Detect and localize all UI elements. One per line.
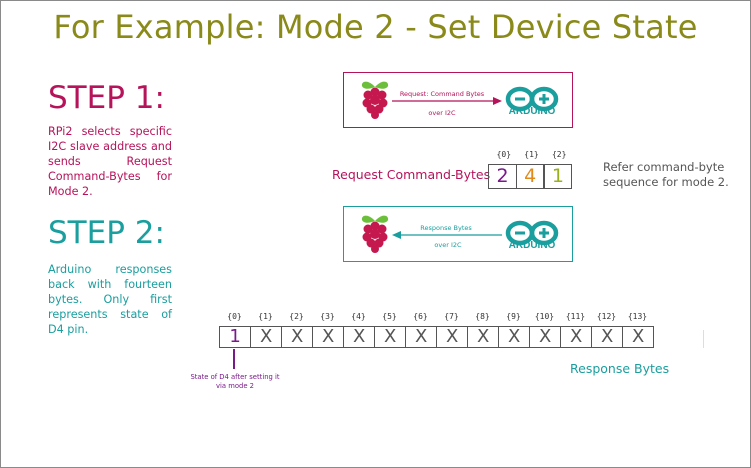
page-title: For Example: Mode 2 - Set Device State: [53, 8, 698, 46]
d4-state-annotation: State of D4 after setting it via mode 2: [190, 373, 280, 390]
response-byte-cell: X: [250, 326, 283, 348]
response-byte-cell: X: [622, 326, 655, 348]
response-byte-cell: X: [591, 326, 624, 348]
refer-note: Refer command-byte sequence for mode 2.: [603, 160, 729, 189]
request-byte-index: {2}: [551, 150, 567, 159]
arduino-wordmark: ARDUINO: [508, 106, 556, 117]
arrow-left-icon: [392, 231, 502, 239]
request-byte-index: {0}: [496, 150, 512, 159]
response-byte-index: {1}: [258, 312, 273, 321]
response-byte-index: {5}: [382, 312, 397, 321]
response-byte-index: {13}: [627, 312, 648, 321]
arrow-right-icon: [392, 97, 502, 105]
response-byte-cell: X: [312, 326, 345, 348]
request-arrow-sublabel: over I2C: [428, 109, 456, 117]
response-byte-cell: X: [498, 326, 531, 348]
response-bytes-label: Response Bytes: [570, 361, 670, 376]
step2-title: STEP 2:: [48, 215, 165, 251]
request-panel: Request: Command Bytes over I2C ARDUINO: [343, 72, 573, 128]
request-arrow-label: Request: Command Bytes: [399, 90, 485, 98]
request-index-row: {0} {1} {2}: [490, 150, 573, 159]
response-byte-cell: X: [560, 326, 593, 348]
response-byte-cell: X: [467, 326, 500, 348]
response-byte-index: {9}: [506, 312, 521, 321]
response-byte-index: {7}: [444, 312, 459, 321]
step1-text: RPi2 selects specific I2C slave address …: [48, 125, 172, 198]
raspberry-pi-logo-icon: [361, 81, 389, 119]
response-arrow-label: Response Bytes: [420, 224, 472, 232]
response-panel: Response Bytes over I2C ARDUINO: [343, 206, 573, 262]
request-byte-cell: 2: [488, 164, 517, 189]
arduino-wordmark: ARDUINO: [508, 240, 556, 251]
response-byte-cell: X: [343, 326, 376, 348]
response-byte-index: {11}: [565, 312, 586, 321]
request-byte-index: {1}: [524, 150, 539, 159]
request-byte-cell: 4: [515, 164, 545, 189]
response-byte-index: {2}: [289, 312, 304, 321]
response-byte-index: {0}: [227, 312, 242, 321]
response-byte-index: {8}: [475, 312, 490, 321]
divider: [703, 330, 704, 348]
response-arrow-sublabel: over I2C: [434, 241, 462, 249]
annotation-line: [233, 349, 235, 369]
step1-title: STEP 1:: [48, 80, 165, 116]
response-byte-cell: X: [405, 326, 438, 348]
response-byte-cell: X: [281, 326, 314, 348]
arduino-logo-icon: [505, 220, 559, 246]
response-byte-index: {6}: [413, 312, 428, 321]
response-byte-index: {10}: [534, 312, 555, 321]
response-byte-cell: X: [436, 326, 469, 348]
request-byte-cell: 1: [543, 164, 573, 189]
response-byte-cell: X: [374, 326, 407, 348]
response-byte-index: {3}: [320, 312, 335, 321]
response-byte-cell: X: [529, 326, 562, 348]
response-byte-index: {12}: [596, 312, 617, 321]
arduino-logo-icon: [505, 86, 559, 112]
response-byte-cell: 1: [219, 326, 252, 348]
step2-text: Arduino responses back with fourteen byt…: [48, 263, 172, 336]
response-index-row: {0} {1} {2} {3} {4} {5} {6} {7} {8} {9} {10} {11} {1…: [219, 312, 653, 321]
request-bytes-label: Request Command-Bytes: [332, 167, 491, 182]
response-byte-index: {4}: [351, 312, 366, 321]
raspberry-pi-logo-icon: [361, 215, 389, 253]
